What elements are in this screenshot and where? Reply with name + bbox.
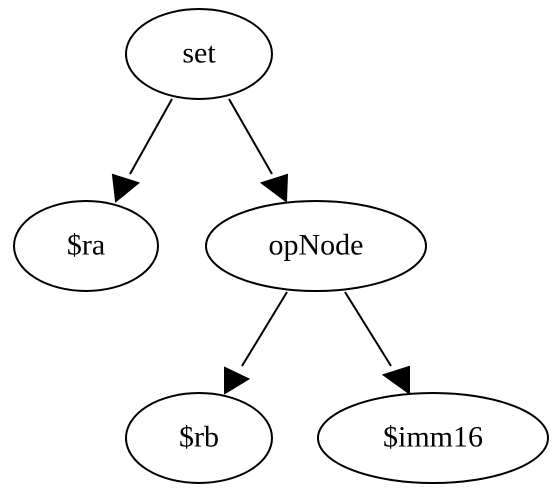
node-set-label: set — [182, 37, 216, 70]
node-rb-label: $rb — [179, 421, 219, 454]
node-ra-label: $ra — [67, 229, 105, 262]
edge-set-to-opnode — [228, 98, 289, 203]
edge-set-to-ra — [111, 98, 173, 203]
edge-opnode-to-imm16 — [344, 291, 410, 395]
edge-opnode-to-rb — [224, 291, 288, 395]
node-ra: $ra — [13, 200, 159, 292]
node-set: set — [125, 8, 273, 100]
node-imm16: $imm16 — [317, 392, 549, 484]
node-opnode: opNode — [205, 200, 427, 292]
node-imm16-label: $imm16 — [383, 421, 483, 454]
node-rb: $rb — [125, 392, 273, 484]
node-opnode-label: opNode — [269, 229, 364, 262]
